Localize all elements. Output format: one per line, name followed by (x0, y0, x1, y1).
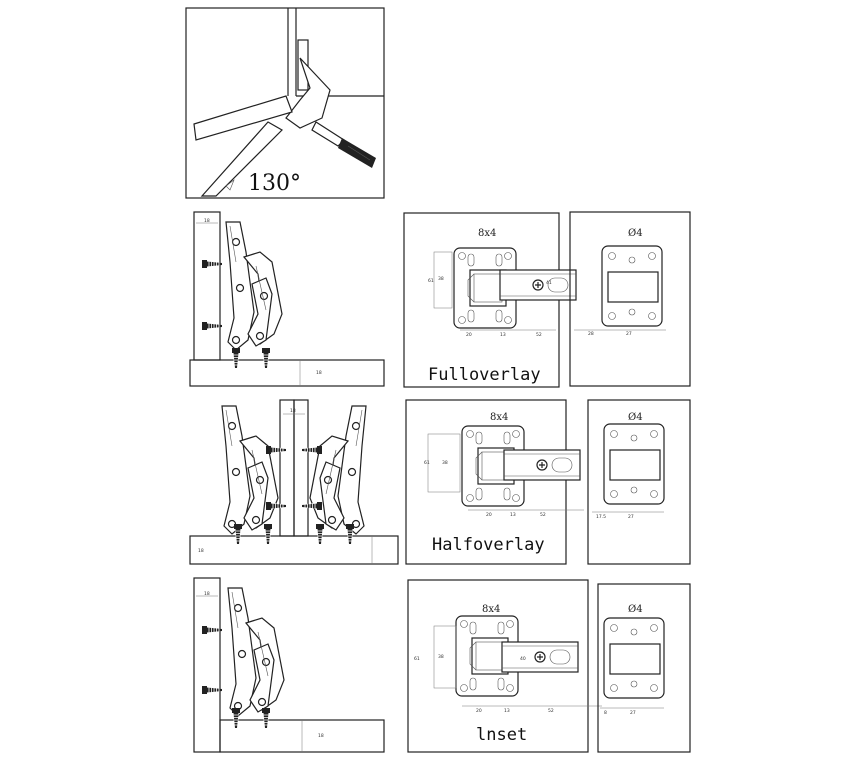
cup-dim-label: 41 (546, 280, 552, 286)
cup-dim-label: 38 (438, 654, 444, 660)
cup-dim-label: 13 (510, 512, 516, 518)
full-overlay-side-view: 18 18 (189, 211, 385, 387)
opening-angle-illustration: 130° (185, 7, 385, 199)
inset-caption: lnset (476, 725, 527, 745)
cup-dim-label: 61 (428, 278, 434, 284)
side-dim-label: 18 (290, 408, 296, 414)
cup-dim-label: 13 (504, 708, 510, 714)
cup-dim-label: 61 (414, 656, 420, 662)
half-overlay-plate-panel: Ø4 17.5 27 (587, 399, 691, 565)
side-dim-label: 18 (316, 370, 322, 376)
cup-dim-label: 52 (536, 332, 542, 338)
cup-dim-label: 13 (500, 332, 506, 338)
side-dim-label: 18 (204, 591, 210, 597)
cup-hole-label: 8x4 (490, 412, 508, 423)
half-overlay-side-view: 18 18 (189, 399, 399, 565)
cup-hole-label: 8x4 (482, 604, 500, 615)
cup-dim-label: 38 (442, 460, 448, 466)
cup-dim-label: 61 (424, 460, 430, 466)
cup-dim-label: 38 (438, 276, 444, 282)
inset-side-view: 18 18 (193, 577, 385, 753)
plate-hole-label: Ø4 (628, 228, 643, 239)
half-overlay-cup-panel: 8x4 61 38 20 13 52 Halfoverlay (405, 399, 584, 565)
cup-dim-label: 52 (548, 708, 554, 714)
plate-dim-label: 17.5 (596, 514, 606, 520)
plate-dim-label: 27 (628, 514, 634, 520)
opening-angle-label: 130° (248, 171, 301, 196)
plate-dim-label: 28 (588, 331, 594, 337)
cup-hole-label: 8x4 (478, 228, 496, 239)
plate-dim-label: 8 (604, 710, 607, 716)
plate-hole-label: Ø4 (628, 412, 643, 423)
side-dim-label: 18 (318, 733, 324, 739)
plate-dim-label: 27 (630, 710, 636, 716)
inset-cup-panel: 8x4 61 38 20 13 52 40 lnset (407, 579, 602, 753)
cup-dim-label: 20 (476, 708, 482, 714)
plate-hole-label: Ø4 (628, 604, 643, 615)
cup-dim-label: 52 (540, 512, 546, 518)
cup-dim-label: 20 (466, 332, 472, 338)
side-dim-label: 18 (204, 218, 210, 224)
full-overlay-plate-panel: Ø4 28 27 (569, 211, 691, 387)
cup-dim-label: 20 (486, 512, 492, 518)
cup-dim-label: 40 (520, 656, 526, 662)
plate-dim-label: 27 (626, 331, 632, 337)
side-dim-label: 18 (198, 548, 204, 554)
inset-plate-panel: Ø4 8 27 (597, 583, 691, 753)
full-overlay-caption: Fulloverlay (428, 365, 541, 385)
half-overlay-caption: Halfoverlay (432, 535, 545, 555)
full-overlay-cup-panel: 8x4 61 38 20 13 52 41 Fulloverlay (403, 212, 577, 388)
